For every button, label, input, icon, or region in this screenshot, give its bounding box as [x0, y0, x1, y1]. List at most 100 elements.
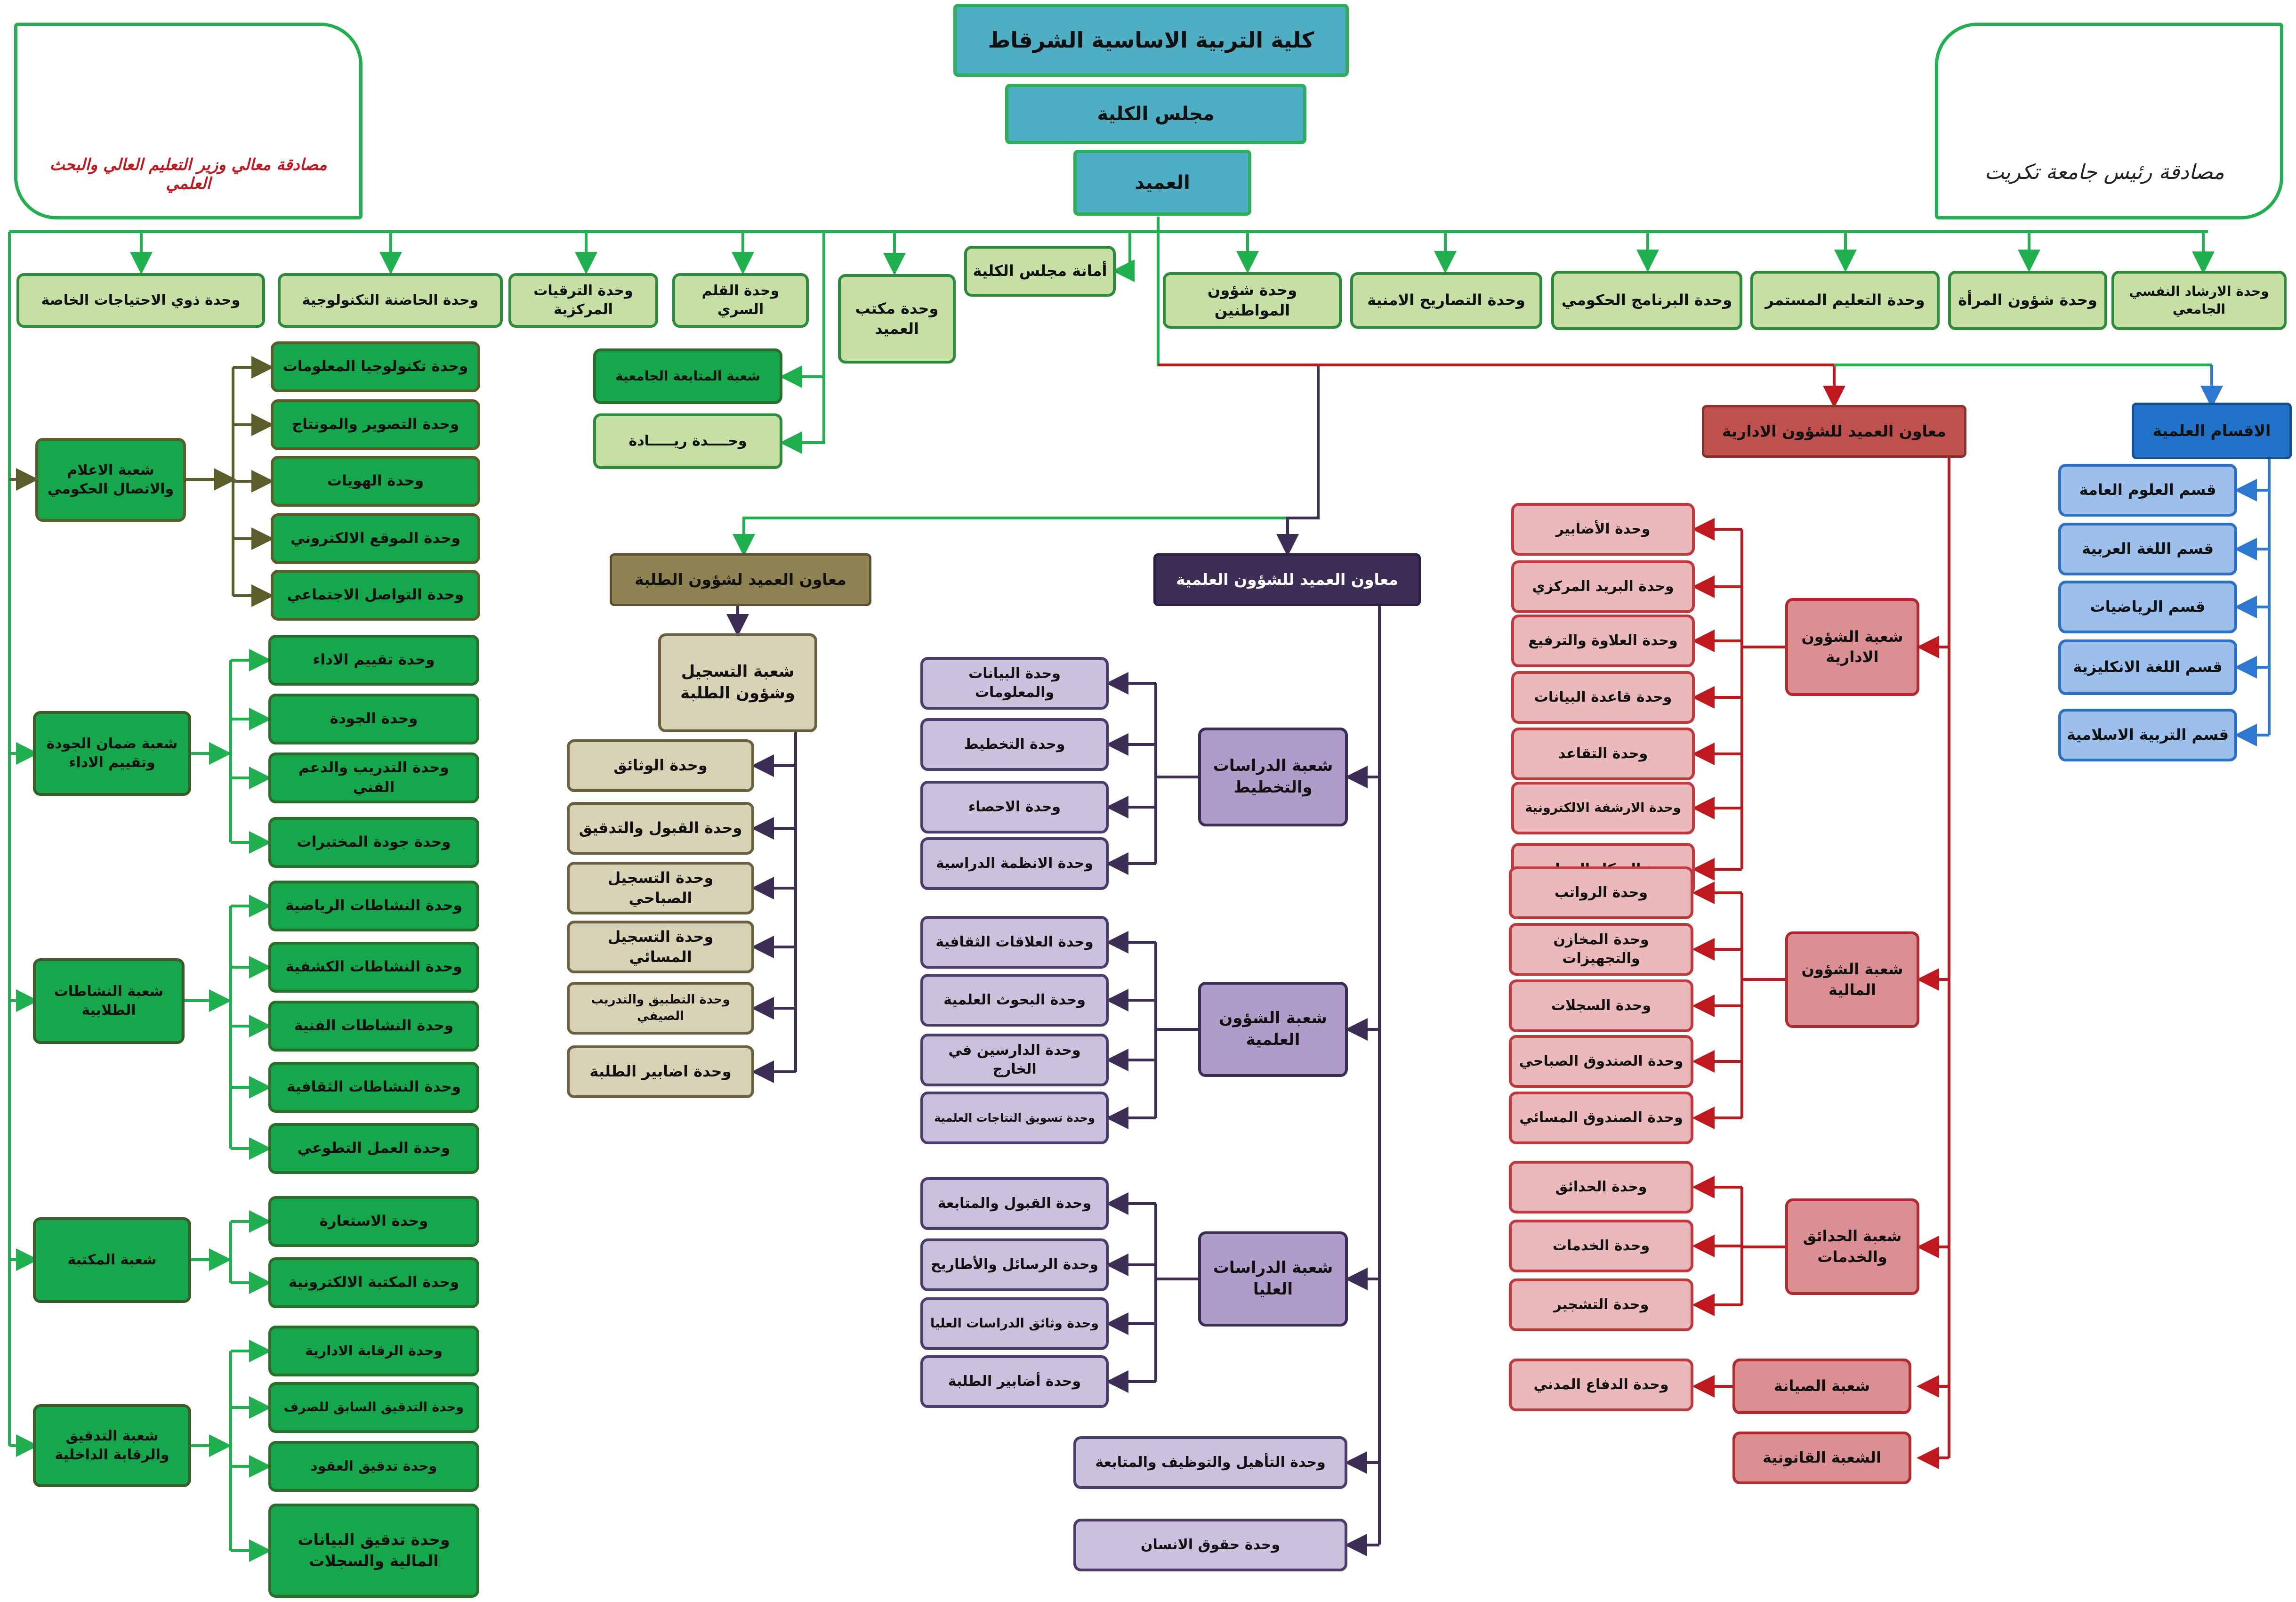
entrepreneurship-arrow: [780, 232, 825, 454]
unit-sports: وحدة النشاطات الرياضية: [268, 881, 479, 931]
unit-citizen-affairs: وحدة شؤون المواطنين: [1163, 272, 1342, 329]
unit-services: وحدة الخدمات: [1509, 1220, 1693, 1272]
dept-general-science: قسم العلوم العامة: [2058, 464, 2237, 517]
unit-social-media: وحدة التواصل الاجتماعي: [271, 570, 480, 621]
unit-contract-audit: وحدة تدقيق العقود: [268, 1441, 479, 1492]
minister-approval-box: [14, 23, 363, 219]
unit-tech-incubator: وحدة الحاضنة التكنولوجية: [278, 273, 503, 328]
div-university-followup: شعبة المتابعة الجامعية: [593, 348, 782, 404]
div-studies-planning: شعبة الدراسات والتخطيط: [1198, 728, 1348, 826]
unit-special-needs: وحدة ذوي الاحتياجات الخاصة: [16, 273, 265, 328]
unit-evening-fund: وحدة الصندوق المسائي: [1509, 1092, 1693, 1144]
unit-admission-audit: وحدة القبول والتدقيق: [567, 802, 754, 855]
div-media: شعبة الاعلام والاتصال الحكومي: [35, 438, 186, 522]
unit-study-abroad: وحدة الدارسين في الخارج: [920, 1034, 1109, 1086]
president-approval-box: [1935, 23, 2283, 219]
div-maintenance: شعبة الصيانة: [1732, 1359, 1911, 1414]
unit-graduate-files: وحدة أضابير الطلبة: [920, 1355, 1109, 1408]
college-council: مجلس الكلية: [1005, 84, 1306, 144]
assistant-student-affairs: معاون العميد لشؤون الطلبة: [610, 553, 871, 606]
unit-database: وحدة قاعدة البيانات: [1511, 671, 1695, 724]
unit-e-library: وحدة المكتبة الالكترونية: [268, 1257, 479, 1308]
unit-morning-registration: وحدة التسجيل الصباحي: [567, 862, 754, 914]
president-approval-text: مصادقة رئيس جامعة تكريت: [1984, 160, 2224, 184]
unit-civil-defense: وحدة الدفاع المدني: [1509, 1359, 1693, 1411]
div-graduate-studies: شعبة الدراسات العليا: [1198, 1231, 1348, 1327]
unit-documents: وحدة الوثائق: [567, 739, 754, 792]
div-library: شعبة المكتبة: [33, 1217, 191, 1303]
unit-graduate-docs: وحدة وثائق الدراسات العليا: [920, 1297, 1109, 1350]
scientific-assistant-arrow: [1276, 365, 1320, 557]
unit-scientific-research: وحدة البحوث العلمية: [920, 974, 1109, 1027]
unit-morning-fund: وحدة الصندوق الصباحي: [1509, 1035, 1693, 1088]
div-scientific: شعبة الشؤون العلمية: [1198, 982, 1348, 1077]
unit-rehabilitation: وحدة التأهيل والتوظيف والمتابعة: [1073, 1436, 1347, 1489]
dept-islamic: قسم التربية الاسلامية: [2058, 709, 2237, 761]
unit-council-secretariat: أمانة مجلس الكلية: [964, 246, 1116, 297]
unit-quality: وحدة الجودة: [268, 694, 479, 744]
dept-math: قسم الرياضيات: [2058, 581, 2237, 633]
unit-theses: وحدة الرسائل والأطاريح: [920, 1238, 1109, 1291]
unit-planning: وحدة التخطيط: [920, 718, 1109, 771]
unit-lab-quality: وحدة جودة المختبرات: [268, 817, 479, 868]
unit-study-systems: وحدة الانظمة الدراسية: [920, 837, 1109, 890]
unit-continuing-education: وحدة التعليم المستمر: [1750, 271, 1940, 330]
unit-dean-office: وحدة مكتب العميد: [838, 274, 956, 364]
unit-retirement: وحدة التقاعد: [1511, 728, 1695, 780]
unit-stores: وحدة المخازن والتجهيزات: [1509, 923, 1693, 976]
unit-culture-activities: وحدة النشاطات الثقافية: [268, 1062, 479, 1113]
admin-assistant-arrow: [1158, 364, 1845, 408]
unit-salaries: وحدة الرواتب: [1509, 866, 1693, 919]
unit-entrepreneurship: وحــــدة ريـــــادة: [593, 413, 782, 469]
unit-psych-guidance: وحدة الارشاد النفسي الجامعي: [2111, 271, 2287, 330]
unit-records: وحدة السجلات: [1509, 979, 1693, 1032]
unit-lending: وحدة الاستعارة: [268, 1196, 479, 1247]
unit-secret-pen: وحدة القلم السري: [672, 273, 809, 328]
unit-training: وحدة التدريب والدعم الفني: [268, 752, 479, 803]
div-quality: شعبة ضمان الجودة وتقييم الاداء: [33, 711, 191, 796]
council-secretariat-arrow: [1112, 232, 1135, 282]
unit-human-rights: وحدة حقوق الانسان: [1073, 1519, 1347, 1571]
unit-pre-audit: وحدة التدقيق السابق للصرف: [268, 1382, 479, 1433]
unit-e-archiving: وحدة الارشفة الالكترونية: [1511, 782, 1695, 834]
assistant-admin-affairs: معاون العميد للشؤون الادارية: [1702, 405, 1966, 458]
div-gardens: شعبة الحدائق والخدمات: [1785, 1198, 1919, 1295]
unit-central-promotions: وحدة الترقيات المركزية: [508, 273, 658, 328]
unit-evening-registration: وحدة التسجيل المسائي: [567, 921, 754, 973]
unit-volunteer: وحدة العمل التطوعي: [268, 1123, 479, 1174]
unit-personnel-files: وحدة الأضابير: [1511, 503, 1695, 556]
div-legal: الشعبة القانونية: [1732, 1432, 1911, 1484]
unit-website: وحدة الموقع الالكتروني: [271, 513, 480, 564]
unit-it: وحدة تكنولوجيا المعلومات: [271, 341, 480, 392]
unit-women-affairs: وحدة شؤون المرأة: [1948, 271, 2107, 330]
college-title: كلية التربية الاساسية الشرقاط: [953, 4, 1349, 77]
assistant-scientific-affairs: معاون العميد للشؤون العلمية: [1153, 553, 1421, 606]
unit-arts: وحدة النشاطات الفنية: [268, 1001, 479, 1052]
div-student-activities: شعبة النشاطات الطلابية: [33, 958, 185, 1044]
unit-admin-control: وحدة الرقابة الادارية: [268, 1326, 479, 1376]
departments-title: الاقسام العلمية: [2132, 403, 2292, 459]
unit-summer-training: وحدة التطبيق والتدريب الصيفي: [567, 982, 754, 1035]
unit-gov-program: وحدة البرنامج الحكومي: [1551, 271, 1742, 330]
unit-performance: وحدة تقييم الاداء: [268, 635, 479, 686]
unit-afforestation: وحدة التشجير: [1509, 1278, 1693, 1331]
unit-security-permits: وحدة التصاريح الامنية: [1350, 272, 1542, 329]
unit-scouts: وحدة النشاطات الكشفية: [268, 942, 479, 993]
unit-admission-followup: وحدة القبول والمتابعة: [920, 1177, 1109, 1230]
dean-box: العميد: [1073, 150, 1251, 216]
div-finance: شعبة الشؤون المالية: [1785, 931, 1919, 1028]
unit-statistics: وحدة الاحصاء: [920, 781, 1109, 833]
minister-approval-text: مصادقة معالي وزير التعليم العالي والبحث …: [49, 155, 327, 193]
dept-arabic: قسم اللغة العربية: [2058, 523, 2237, 575]
div-admin: شعبة الشؤون الادارية: [1785, 598, 1919, 696]
unit-cultural-relations: وحدة العلاقات الثقافية: [920, 916, 1109, 969]
unit-photography: وحدة التصوير والمونتاج: [271, 399, 480, 450]
unit-output-marketing: وحدة تسويق النتاجات العلمية: [920, 1092, 1109, 1144]
unit-student-files: وحدة اضابير الطلبة: [567, 1045, 754, 1098]
unit-gardens: وحدة الحدائق: [1509, 1161, 1693, 1214]
unit-promotion: وحدة العلاوة والترفيع: [1511, 615, 1695, 667]
div-registration: شعبة التسجيل وشؤون الطلبة: [658, 633, 817, 732]
unit-financial-audit: وحدة تدقيق البيانات المالية والسجلات: [268, 1504, 479, 1598]
